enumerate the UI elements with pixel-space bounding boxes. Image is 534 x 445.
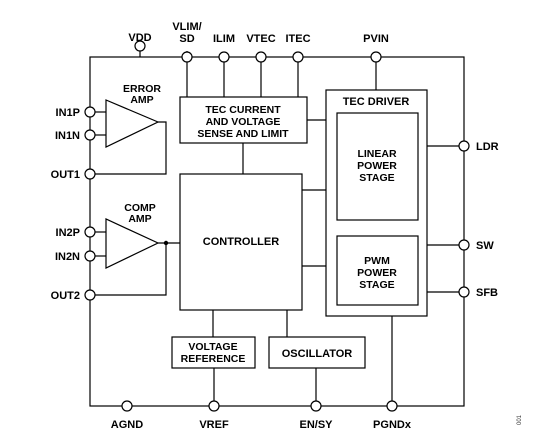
error-amp-label-line2: AMP — [130, 94, 153, 106]
linear-power-stage: LINEAR POWER STAGE — [336, 112, 419, 221]
linear-stage-label-line2: POWER — [357, 160, 397, 172]
linear-stage-label-line1: LINEAR — [357, 148, 397, 160]
pin-vlim-label-line1: VLIM/ — [172, 21, 201, 33]
pin-in2p: IN2P — [56, 226, 106, 239]
pin-pvin-label: PVIN — [363, 33, 389, 45]
junction-dot — [163, 240, 169, 246]
pin-vtec-label: VTEC — [246, 33, 275, 45]
pin-pgndx: PGNDx — [373, 316, 412, 431]
vref-block-label-line2: REFERENCE — [181, 353, 246, 365]
pin-sfb-label: SFB — [476, 287, 498, 299]
pin-in2n-label: IN2N — [55, 251, 80, 263]
vref-block-label-line1: VOLTAGE — [188, 341, 237, 353]
pin-en-sy: EN/SY — [299, 368, 333, 431]
pin-in1p: IN1P — [56, 106, 106, 119]
pin-vref-label: VREF — [199, 419, 229, 431]
pin-ilim: ILIM — [213, 33, 235, 97]
controller-label: CONTROLLER — [203, 236, 279, 248]
comp-amp: COMP AMP — [105, 202, 180, 269]
pin-in1n-label: IN1N — [55, 130, 80, 142]
pin-pvin: PVIN — [363, 33, 389, 90]
tec-sense-label-line2: AND VOLTAGE — [206, 116, 281, 128]
pin-vtec: VTEC — [246, 33, 276, 97]
pin-out2: OUT2 — [51, 243, 167, 302]
pin-itec: ITEC — [285, 33, 311, 97]
oscillator-block: OSCILLATOR — [268, 336, 366, 369]
pin-ldr: LDR — [418, 140, 499, 153]
pin-in1n: IN1N — [55, 129, 106, 142]
pin-in1p-label: IN1P — [56, 107, 80, 119]
error-amp-label-line1: ERROR — [123, 83, 161, 95]
pin-en-sy-label: EN/SY — [299, 419, 333, 431]
pin-vdd: VDD — [128, 32, 152, 57]
linear-stage-label-line3: STAGE — [359, 172, 394, 184]
comp-amp-label-line1: COMP — [124, 202, 156, 214]
pin-sfb: SFB — [418, 286, 498, 299]
voltage-reference-block: VOLTAGE REFERENCE — [171, 336, 256, 369]
pin-agnd: AGND — [111, 400, 143, 431]
pin-vlim-sd: VLIM/ SD — [172, 21, 202, 97]
pin-out2-label: OUT2 — [51, 290, 80, 302]
error-amp: ERROR AMP — [105, 83, 161, 148]
tec-sense-label-line3: SENSE AND LIMIT — [197, 128, 289, 140]
pin-sw: SW — [418, 239, 494, 252]
tec-driver-block: TEC DRIVER LINEAR POWER STAGE PWM POWER … — [325, 89, 428, 317]
pin-vdd-label: VDD — [128, 32, 151, 44]
pwm-power-stage: PWM POWER STAGE — [336, 235, 419, 306]
figure-id: 001 — [517, 414, 523, 425]
pin-agnd-label: AGND — [111, 419, 143, 431]
tec-sense-label-line1: TEC CURRENT — [205, 104, 281, 116]
pwm-stage-label-line1: PWM — [364, 255, 390, 267]
controller-block: CONTROLLER — [179, 173, 303, 311]
pwm-stage-label-line3: STAGE — [359, 279, 394, 291]
pin-out1-label: OUT1 — [51, 169, 80, 181]
pin-in2n: IN2N — [55, 250, 106, 263]
pin-itec-label: ITEC — [285, 33, 310, 45]
pin-ldr-label: LDR — [476, 141, 499, 153]
pin-out1: OUT1 — [51, 121, 167, 181]
tec-driver-label: TEC DRIVER — [343, 96, 410, 108]
pin-vref: VREF — [199, 368, 229, 431]
pin-pgndx-label: PGNDx — [373, 419, 412, 431]
pwm-stage-label-line2: POWER — [357, 267, 397, 279]
pin-in2p-label: IN2P — [56, 227, 80, 239]
pin-sw-label: SW — [476, 240, 494, 252]
comp-amp-label-line2: AMP — [128, 213, 151, 225]
pin-ilim-label: ILIM — [213, 33, 235, 45]
pin-vlim-label-line2: SD — [179, 33, 194, 45]
tec-sense-block: TEC CURRENT AND VOLTAGE SENSE AND LIMIT — [179, 96, 308, 144]
oscillator-label: OSCILLATOR — [282, 348, 353, 360]
